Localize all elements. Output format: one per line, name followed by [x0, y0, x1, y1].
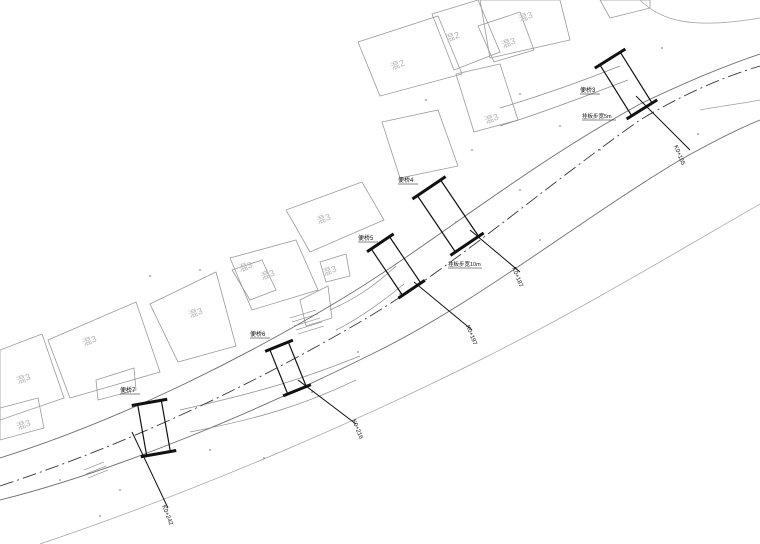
building-label: 混3: [321, 264, 338, 278]
bridge-label: 便桥5: [358, 234, 374, 242]
bridge-7: 便桥7 K0+242: [120, 386, 177, 527]
building-label: 混3: [81, 334, 98, 348]
bridge-4: 便桥4 挂板步宽10m K0+187: [398, 175, 524, 289]
chainage-label: K0+242: [160, 505, 174, 527]
chainage-leader: [413, 281, 473, 331]
chainage-label: K0+216: [350, 419, 364, 441]
building-label: 混2: [389, 58, 406, 72]
building-label: 混3: [259, 268, 276, 282]
building-label: 混3: [15, 372, 32, 386]
chainage-label: K0+187: [510, 267, 524, 289]
building-label: 混3: [237, 260, 254, 274]
chainage-leader: [131, 431, 169, 509]
building-label: 混3: [483, 112, 500, 126]
bridge-label: 便桥7: [120, 386, 136, 394]
road-centerline: [0, 65, 760, 487]
building-label: 混3: [187, 306, 204, 320]
bridge-5: 便桥5 K0+197: [358, 232, 478, 347]
building-label: 混3: [315, 212, 332, 226]
bridge-label: 便桥4: [398, 176, 414, 184]
building-label: 混3: [15, 418, 32, 432]
building-label: 混3: [500, 36, 517, 50]
bridge-3: 便桥3 挂板步宽5m K0+155: [580, 47, 691, 167]
building-outlines: [0, 0, 651, 441]
bridge-label: 便桥6: [250, 330, 266, 338]
chainage-leader: [297, 379, 357, 425]
bridge-6: 便桥6 K0+216: [250, 330, 364, 441]
bridge-note: 挂板步宽10m: [448, 260, 481, 268]
bridge-note: 挂板步宽5m: [582, 112, 612, 120]
building-label: 混3: [517, 10, 534, 24]
building-label: 混2: [444, 30, 461, 44]
chainage-label: K0+197: [464, 325, 478, 347]
building-labels: 混3 混3 混2 混2 混3 混3 混3 混3 混3 混3 混3 混3 混3: [15, 10, 534, 432]
chainage-leader: [469, 229, 521, 273]
chainage-leader: [635, 95, 691, 151]
bridge-label: 便桥3: [580, 86, 596, 94]
